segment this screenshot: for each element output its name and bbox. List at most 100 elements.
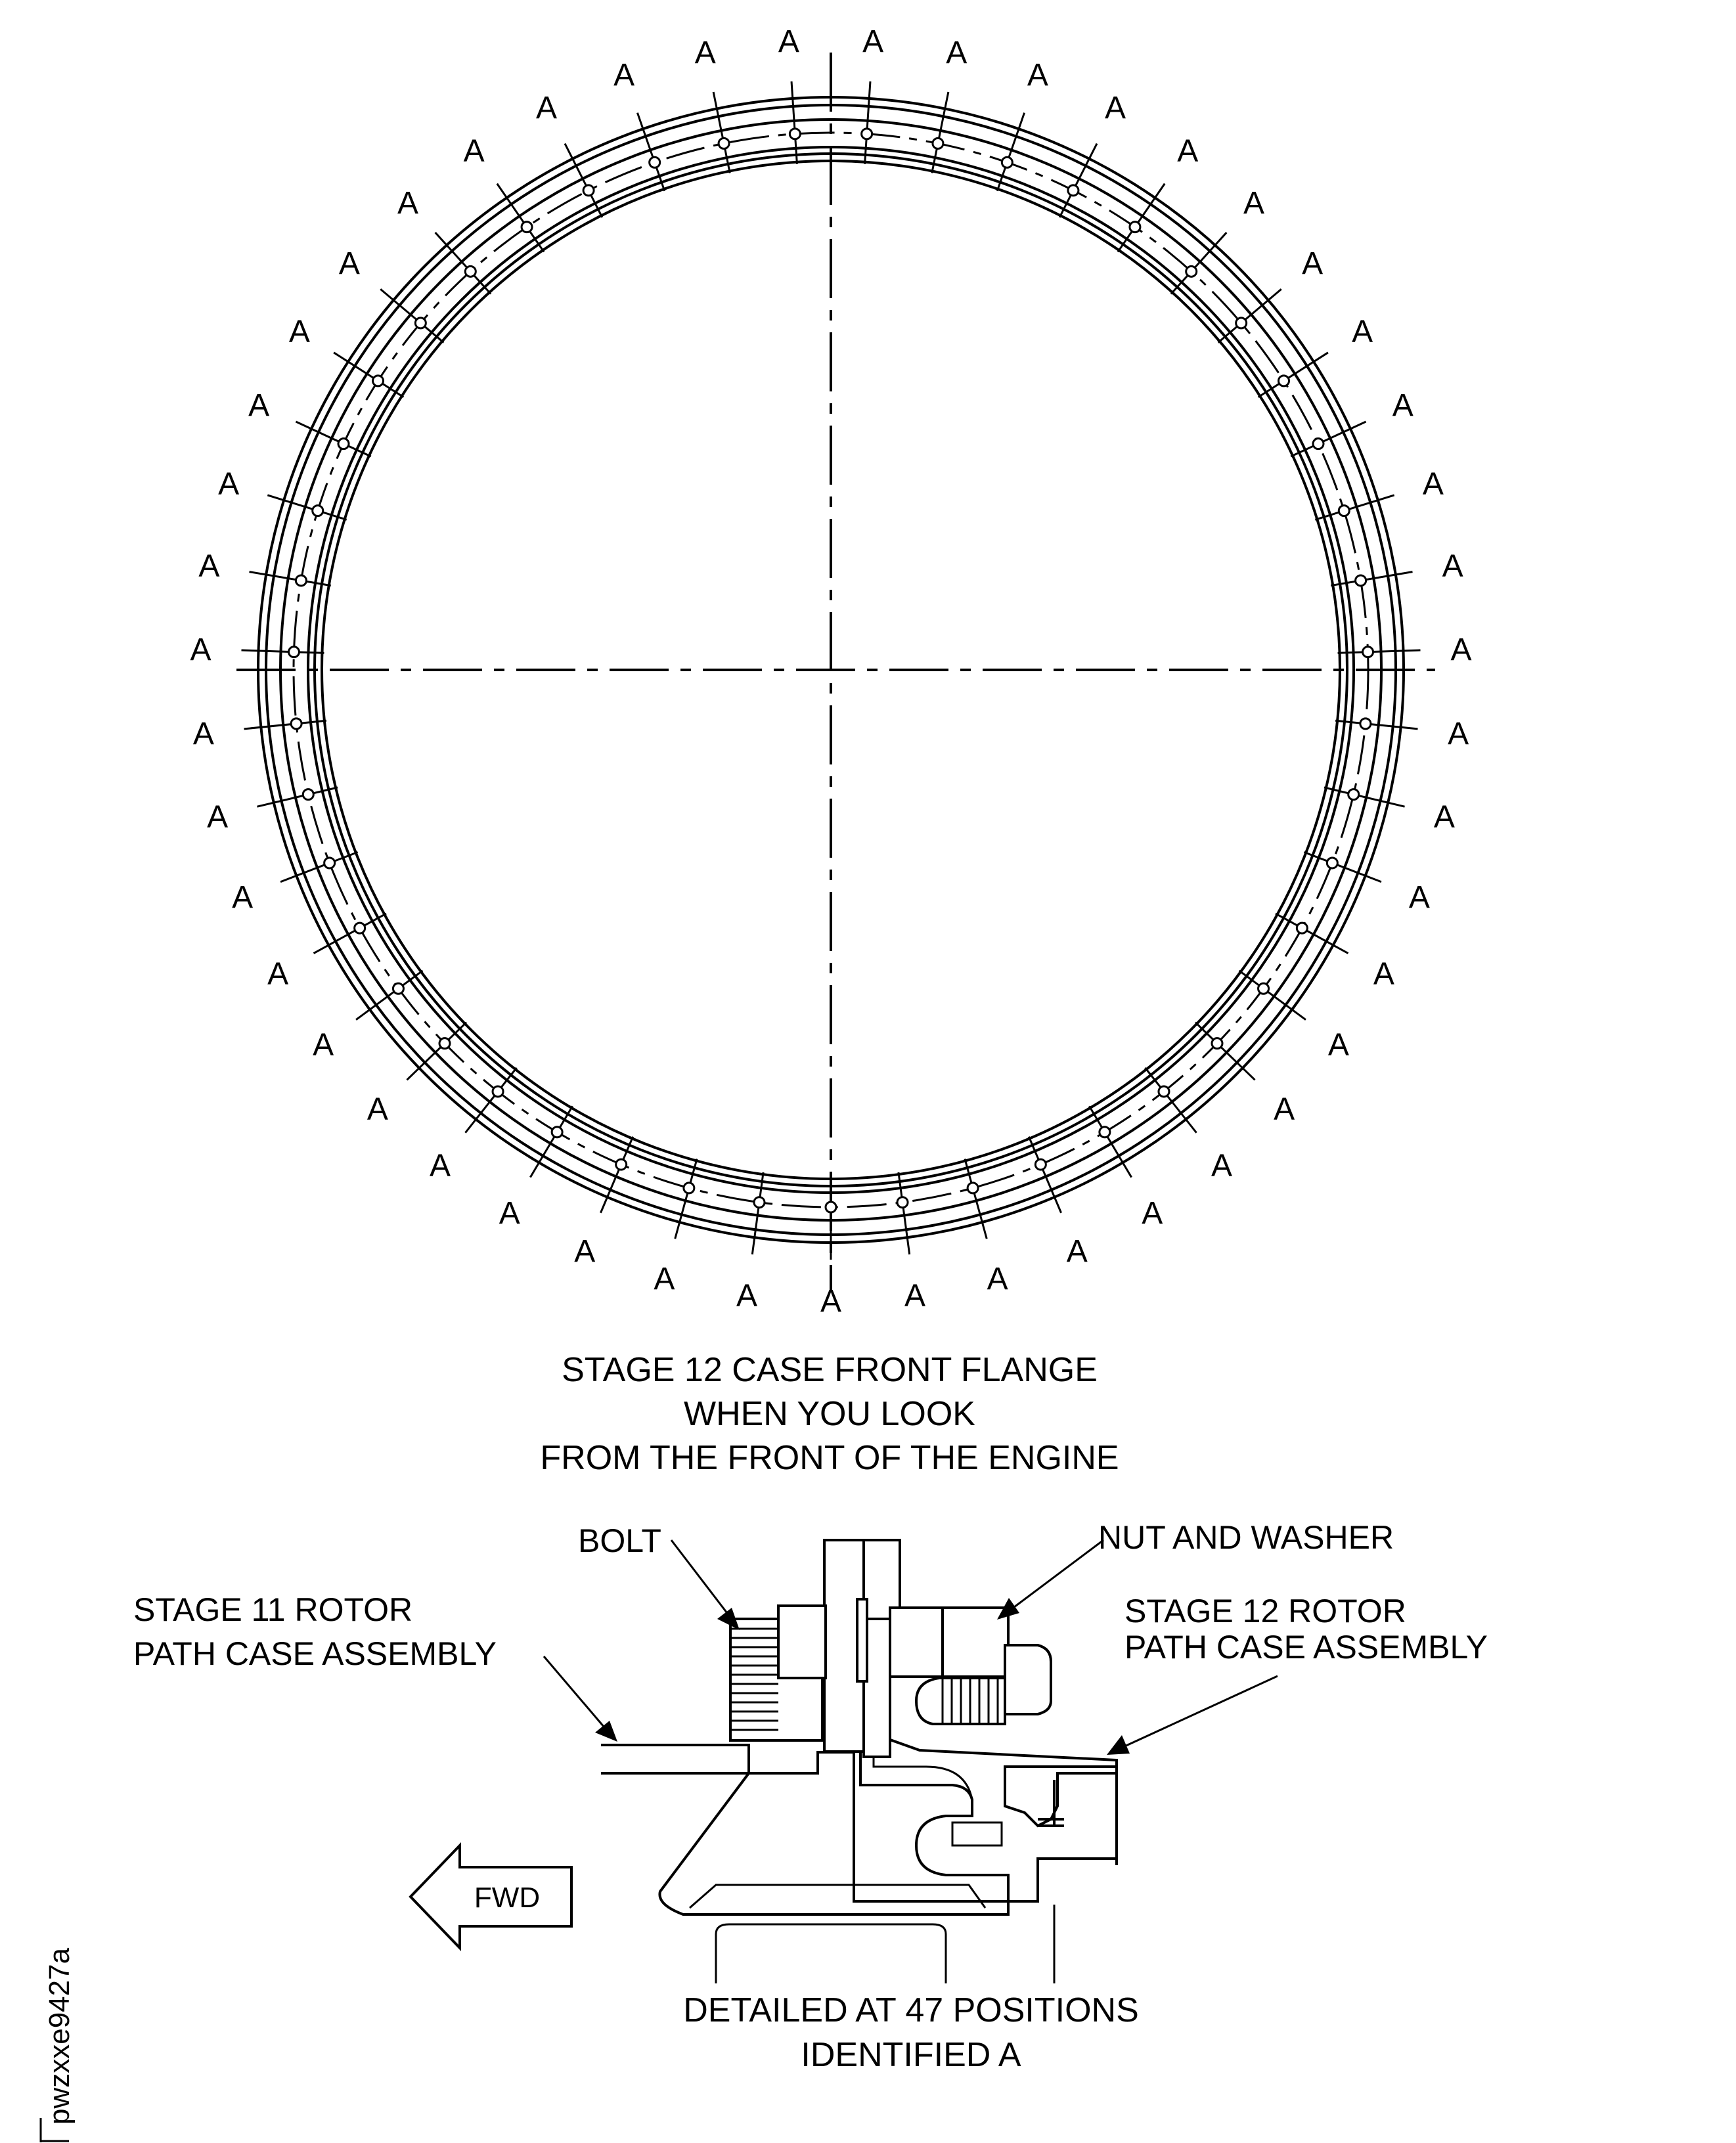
bolt-hole: [438, 1037, 451, 1050]
flange-title-line-2: WHEN YOU LOOK: [684, 1395, 975, 1433]
stage12-leader-arrowhead: [1107, 1735, 1130, 1755]
position-tick-mark: [1088, 1105, 1132, 1178]
position-tick-mark: [1337, 649, 1421, 654]
position-tick-mark: [1027, 1136, 1062, 1214]
position-tick-mark: [1058, 143, 1098, 218]
position-tick-mark: [1238, 969, 1306, 1021]
position-label-a: A: [218, 467, 239, 502]
bolt-hole: [615, 1158, 628, 1171]
bolt-hole: [753, 1196, 766, 1209]
position-tick-mark: [1303, 851, 1382, 883]
bolt-hole: [896, 1196, 909, 1209]
position-tick-mark: [1290, 420, 1367, 458]
position-label-a: A: [1211, 1148, 1232, 1183]
position-label-a: A: [339, 246, 360, 281]
flange-view-title: STAGE 12 CASE FRONT FLANGE WHEN YOU LOOK…: [540, 1351, 1119, 1477]
position-label-a: A: [207, 800, 228, 835]
bolt-hole: [287, 646, 300, 659]
position-label-a: A: [430, 1148, 451, 1183]
position-label-a: A: [1328, 1027, 1349, 1062]
position-label-a: A: [1450, 632, 1471, 667]
position-tick-mark: [496, 183, 545, 253]
position-label-a: A: [946, 35, 967, 70]
position-tick-mark: [406, 1021, 468, 1081]
bolt-hole: [682, 1182, 696, 1195]
bolt-hole: [1295, 921, 1308, 935]
stage12-case-body: [859, 1713, 1118, 1903]
position-label-a: A: [367, 1092, 388, 1126]
position-label-a: A: [820, 1284, 841, 1319]
position-tick-mark: [712, 91, 731, 173]
nut-and-washer-label: NUT AND WASHER: [1098, 1519, 1394, 1556]
bolt-hole: [372, 374, 385, 387]
position-label-a: A: [536, 91, 557, 125]
position-tick-mark: [257, 786, 338, 808]
bolt-hole: [582, 184, 595, 197]
position-label-a: A: [1177, 134, 1198, 169]
position-tick-mark: [897, 1172, 911, 1255]
nut-and-washer: [914, 1644, 1052, 1725]
stage12-label-line-2: PATH CASE ASSEMBLY: [1124, 1629, 1488, 1666]
position-label-a: A: [190, 632, 211, 667]
position-label-a: A: [1302, 246, 1323, 281]
bolt-hole: [1312, 437, 1325, 451]
stage12-label-line-1: STAGE 12 ROTOR: [1124, 1593, 1406, 1629]
position-label-a: A: [1067, 1234, 1088, 1269]
position-label-a: A: [313, 1027, 334, 1062]
position-tick-mark: [313, 912, 387, 954]
position-tick-mark: [1324, 786, 1405, 808]
bolt-hole: [717, 137, 730, 150]
position-tick-mark: [790, 81, 798, 164]
bolt-hole: [1000, 156, 1013, 169]
stage11-leader-arrowhead: [595, 1721, 617, 1742]
bolt-hole: [391, 982, 405, 995]
position-label-a: A: [654, 1262, 675, 1296]
fwd-label: FWD: [474, 1882, 540, 1914]
position-label-a: A: [736, 1278, 757, 1313]
bolt-hole: [464, 265, 477, 278]
bolt-hole: [301, 788, 315, 801]
bolt-hole: [1325, 856, 1339, 870]
position-label-a: A: [1274, 1092, 1295, 1126]
bolt-hole: [931, 137, 945, 150]
bolt-hole: [1157, 1085, 1170, 1098]
bolt-hole: [290, 717, 303, 730]
position-label-a: A: [248, 388, 269, 423]
position-label-a: A: [1142, 1196, 1163, 1231]
bolt-hole: [1362, 646, 1375, 659]
position-label-a: A: [289, 314, 310, 349]
bolt-hole: [824, 1201, 837, 1214]
bolt-hole: [1185, 265, 1198, 278]
bolt-hole: [1347, 788, 1360, 801]
position-tick-mark: [1330, 571, 1413, 587]
position-tick-mark: [529, 1105, 573, 1178]
flange-centerlines: [236, 53, 1435, 1292]
position-tick-mark: [1117, 183, 1166, 253]
position-label-a: A: [198, 548, 219, 583]
bolt-hole: [788, 127, 801, 141]
bolt-hole: [520, 221, 533, 234]
figure-id-text: pwzxxe9427a: [43, 1947, 76, 2125]
bolt-hole: [966, 1182, 979, 1195]
position-label-a: A: [1352, 314, 1373, 349]
position-tick-mark: [674, 1159, 698, 1239]
position-tick-mark: [931, 91, 950, 173]
bolt-head: [729, 1618, 824, 1742]
position-tick-mark: [600, 1136, 634, 1214]
position-tick-mark: [280, 851, 359, 883]
bolt-hole: [1034, 1158, 1047, 1171]
flange-title-line-3: FROM THE FRONT OF THE ENGINE: [540, 1439, 1119, 1477]
position-tick-mark: [355, 969, 424, 1021]
position-label-a: A: [1423, 467, 1444, 502]
position-tick-mark: [996, 112, 1025, 192]
position-tick-mark: [1275, 912, 1349, 954]
position-label-a: A: [193, 717, 214, 751]
stage11-label-line-2: PATH CASE ASSEMBLY: [133, 1635, 497, 1672]
position-tick-mark: [249, 571, 332, 587]
stage11-case-body: [601, 1744, 1010, 1916]
bolt-hole: [1354, 574, 1368, 587]
position-tick-mark: [295, 420, 372, 458]
position-label-a: A: [1409, 880, 1430, 915]
position-tick-mark: [1194, 1021, 1256, 1081]
position-tick-mark: [1170, 231, 1228, 295]
